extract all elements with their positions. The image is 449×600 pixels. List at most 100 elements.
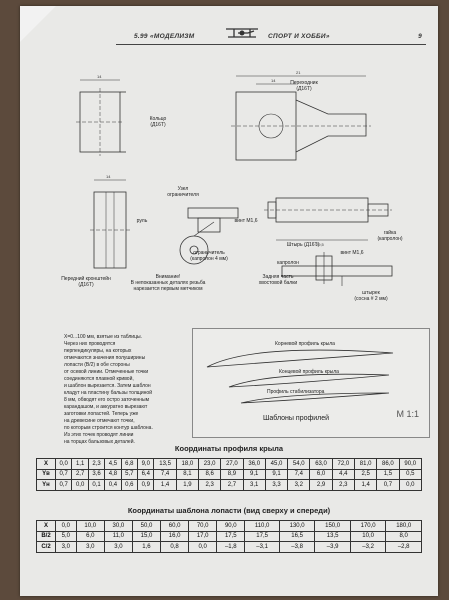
row-header-cell: X [36,520,56,532]
table-cell: 10,0 [75,520,105,532]
table-cell: 15,0 [131,530,162,542]
bracket-caption: Передний кронштейн(Д16Т) [61,276,111,288]
blade-table-caption: Координаты шаблона лопасти (вид сверху и… [127,506,331,515]
table-cell: 13,5 [314,530,351,542]
table-cell: 17,0 [188,530,218,542]
intro-line: и шаблон вырезается. Затем шаблон [64,383,151,389]
table-cell: 2,7 [71,468,89,480]
limiter-label: ограничитель(капролон 4 мм) [190,250,228,262]
table-cell: 3,0 [55,541,77,553]
templates-title: Шаблоны профилей [263,415,330,422]
table-cell: 3,0 [75,541,105,553]
intro-line: соединяются плавной кривой, [64,376,134,382]
row-header-cell: Yн [36,479,56,491]
svg-text:21: 21 [296,70,301,75]
pin2-label: штырек(сосна # 2 мм) [354,290,388,302]
table-cell: 6,4 [137,468,155,480]
rear-part-drawing [281,252,393,286]
intro-text: X=0...100 мм, взятые из таблицы. Через н… [64,334,184,446]
svg-text:14: 14 [106,174,111,179]
intro-line: Из этих точек проводят линии [64,432,134,438]
row-header-cell: Yв [36,468,56,480]
table-cell: 0,7 [54,479,73,491]
folded-corner [20,6,56,42]
table-cell: 81,0 [353,458,378,470]
intro-line: отмечаются значения полуширины [64,355,146,361]
table-cell: 4,8 [104,468,122,480]
table-cell: 60,0 [160,520,190,532]
intro-line: по которым строится контур шаблона. [64,425,153,431]
table-cell: 180,0 [385,520,422,532]
table-cell: 8,0 [385,530,422,542]
table-cell: 10,0 [349,530,387,542]
table-cell: 11,0 [103,530,133,542]
table-cell: 8,1 [175,468,200,480]
screw-label: винт М1,6 [234,218,258,224]
table-cell: 0,0 [71,479,89,491]
table-cell: 8,9 [220,468,244,480]
table-cell: 9,1 [264,468,289,480]
intro-line: 8 мм, обводят его остро заточенным [64,397,150,403]
table-cell: 0,0 [55,520,77,532]
table-cell: 70,0 [188,520,218,532]
row-header-cell: В/2 [36,530,56,542]
table-cell: 6,0 [309,468,333,480]
table-cell: 2,9 [309,479,333,491]
table-cell: 63,0 [309,458,333,470]
table-cell: 4,5 [104,458,122,470]
airfoil-shapes [206,349,394,404]
table-cell: 170,0 [349,520,387,532]
table-cell: 1,5 [376,468,400,480]
technical-drawings: 14 21 14 14 29,5 [76,70,393,286]
table-cell: 36,0 [242,458,266,470]
table-cell: 16,5 [278,530,316,542]
intro-line: от осевой линии. Отмеченные точки [64,369,149,375]
table-cell: 0,8 [160,541,190,553]
table-cell: 0,4 [104,479,122,491]
stab-profile-label: Профиль стабилизатора [267,389,325,395]
table-cell: 1,1 [71,458,89,470]
table-cell: 0,0 [398,479,423,491]
table-cell: 2,3 [331,479,355,491]
table-cell: 0,0 [54,458,73,470]
table-cell: 17,5 [244,530,280,542]
intro-line: X=0...100 мм, взятые из таблицы. [64,334,142,340]
table-cell: 5,7 [120,468,139,480]
pin-drawing [264,197,392,241]
bracket-drawing [90,179,132,269]
table-cell: 23,0 [197,458,222,470]
table-cell: 110,0 [244,520,280,532]
limiter-unit-drawing [179,207,239,265]
table-cell: 13,5 [153,458,177,470]
table-cell: 0,1 [87,479,106,491]
table-cell: 3,6 [87,468,106,480]
page-number: 9 [418,33,422,40]
page-header: 5.99 «МОДЕЛИЗМ СПОРТ И ХОББИ» 9 [116,28,426,45]
table-cell: 2,3 [197,479,222,491]
table-cell: 6,8 [120,458,139,470]
table-cell: 150,0 [314,520,351,532]
table-cell: 90,0 [398,458,423,470]
adapter-caption: Переходник(Д16Т) [290,80,318,92]
table-cell: –1,8 [216,541,246,553]
intro-line: Через них проводятся [64,341,116,347]
table-cell: 1,6 [131,541,162,553]
table-cell: 0,7 [376,479,400,491]
intro-line: перпендикуляры, на которых [64,348,132,354]
header-left: 5.99 «МОДЕЛИЗМ [134,33,195,40]
nut-label: гайка(капролон) [377,230,403,242]
table-cell: 90,0 [216,520,246,532]
magazine-page: 5.99 «МОДЕЛИЗМ СПОРТ И ХОББИ» 9 [20,6,438,596]
table-cell: 8,6 [197,468,222,480]
table-cell: 30,0 [103,520,133,532]
table-cell: 5,0 [55,530,77,542]
table-cell: –3,2 [349,541,387,553]
